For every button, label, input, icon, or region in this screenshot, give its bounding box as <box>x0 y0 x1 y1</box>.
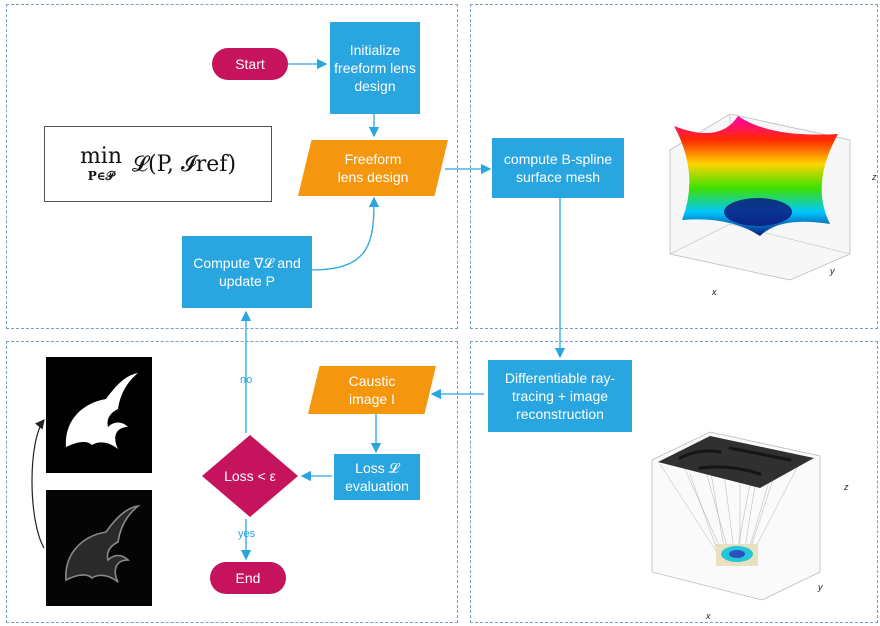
image-feedback-arrow <box>31 419 45 549</box>
surface-axis-x: x <box>712 287 717 297</box>
edge-label-no: no <box>240 374 253 386</box>
raytrace-plot <box>651 431 821 601</box>
formula-expression: 𝓛(P, 𝓘ref) <box>132 151 237 177</box>
panel-raytrace <box>470 341 878 623</box>
formula-operator: min <box>79 144 123 169</box>
edge-label-yes: yes <box>238 528 256 540</box>
target-caustic-image <box>46 357 152 473</box>
panel-surface <box>470 4 878 329</box>
freeform-surface-plot <box>669 113 851 281</box>
start-node[interactable]: Start <box>212 48 288 80</box>
initialize-design-box[interactable]: Initialize freeform lens design <box>330 22 420 114</box>
raytrace-axis-z: z <box>844 482 849 492</box>
surface-axis-y: y <box>830 266 835 276</box>
bspline-mesh-box[interactable]: compute B-spline surface mesh <box>492 138 624 198</box>
objective-formula: min P∈𝒫 𝓛(P, 𝓘ref) <box>44 126 272 202</box>
reconstructed-caustic-image <box>46 490 152 606</box>
raytrace-box[interactable]: Differentiable ray- tracing + image reco… <box>488 360 632 432</box>
edge-compute-freeform <box>311 196 380 271</box>
freeform-lens-design-node[interactable]: Freeform lens design <box>298 140 448 196</box>
end-node[interactable]: End <box>210 562 286 594</box>
panel-evaluation <box>6 341 458 623</box>
surface-axis-z: z <box>872 172 877 182</box>
panel-optimization <box>6 4 458 329</box>
raytrace-axis-y: y <box>818 582 823 592</box>
raytrace-axis-x: x <box>706 611 711 621</box>
loss-evaluation-box[interactable]: Loss 𝓛 evaluation <box>334 454 420 500</box>
compute-gradient-box[interactable]: Compute ∇𝓛 and update P <box>182 236 312 308</box>
formula-subscript: P∈𝒫 <box>87 169 115 183</box>
caustic-image-node[interactable]: Caustic image I <box>308 366 436 414</box>
